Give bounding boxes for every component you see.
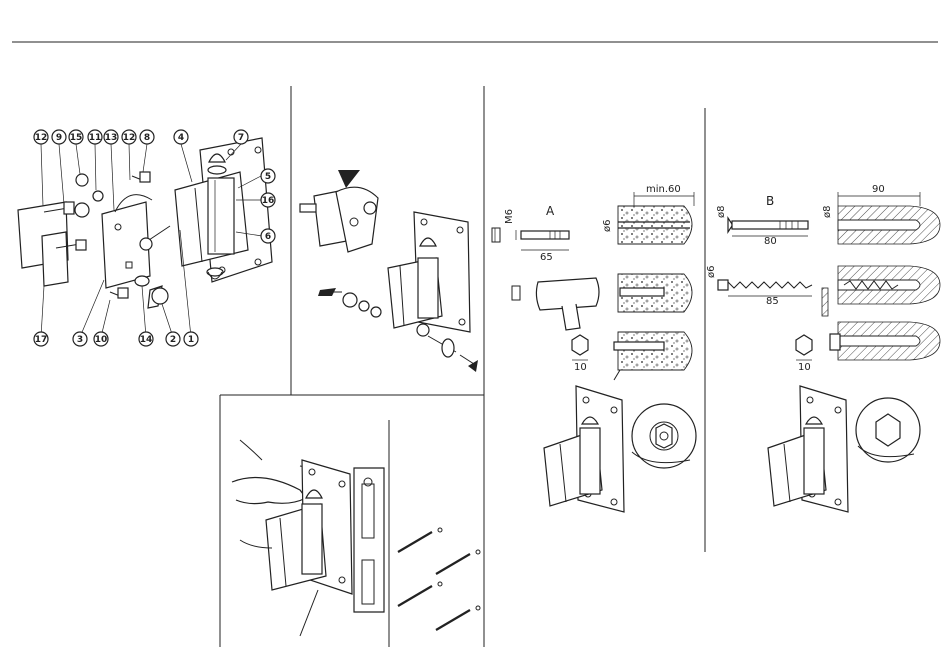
callout-10-label: 10: [95, 335, 108, 345]
dim-bore-b1: ø8: [716, 206, 727, 218]
callout-6-label: 6: [265, 232, 271, 242]
callout-7-label: 7: [238, 133, 244, 143]
callout-13-label: 13: [105, 133, 118, 143]
callout-12b-label: 12: [123, 133, 136, 143]
dim-depth-b: 90: [872, 184, 885, 195]
dim-length-a: 65: [540, 252, 553, 263]
exploded-view: 12 9 15 11 13 12 8 4 7 5 16 6 17 3 10 14…: [18, 130, 275, 346]
callout-5-label: 5: [265, 172, 271, 182]
dim-wrench-b: 10: [798, 362, 811, 373]
dim-depth-a: min.60: [646, 184, 681, 195]
variant-b-label: B: [766, 194, 774, 208]
callout-11-label: 11: [89, 133, 102, 143]
callout-12a-label: 12: [35, 133, 48, 143]
dim-wrench-a: 10: [574, 362, 587, 373]
callout-16-label: 16: [262, 196, 275, 206]
dim-screw-b: ø6: [706, 266, 717, 278]
variant-b: B ø8 80 90 ø8 ø6 85 10: [706, 184, 940, 512]
dim-thread: M6: [504, 209, 515, 224]
callout-3-label: 3: [77, 335, 83, 345]
callout-9-label: 9: [56, 133, 62, 143]
callout-14-label: 14: [140, 335, 153, 345]
callout-17-label: 17: [35, 335, 48, 345]
dim-bore-a: ø6: [602, 220, 613, 232]
dim-length-b2: 85: [766, 296, 779, 307]
disassembly-view: [300, 139, 478, 372]
callout-8-label: 8: [144, 133, 150, 143]
variant-a-label: A: [546, 204, 555, 218]
marking-view: [232, 440, 480, 636]
callout-15-label: 15: [70, 133, 83, 143]
dim-bore-b2: ø8: [822, 206, 833, 218]
callout-4-label: 4: [178, 133, 184, 143]
variant-a: A M6 65 min.60 ø6 10: [492, 184, 696, 512]
callout-1-label: 1: [188, 335, 194, 345]
dim-length-b1: 80: [764, 236, 777, 247]
callout-2-label: 2: [170, 335, 176, 345]
